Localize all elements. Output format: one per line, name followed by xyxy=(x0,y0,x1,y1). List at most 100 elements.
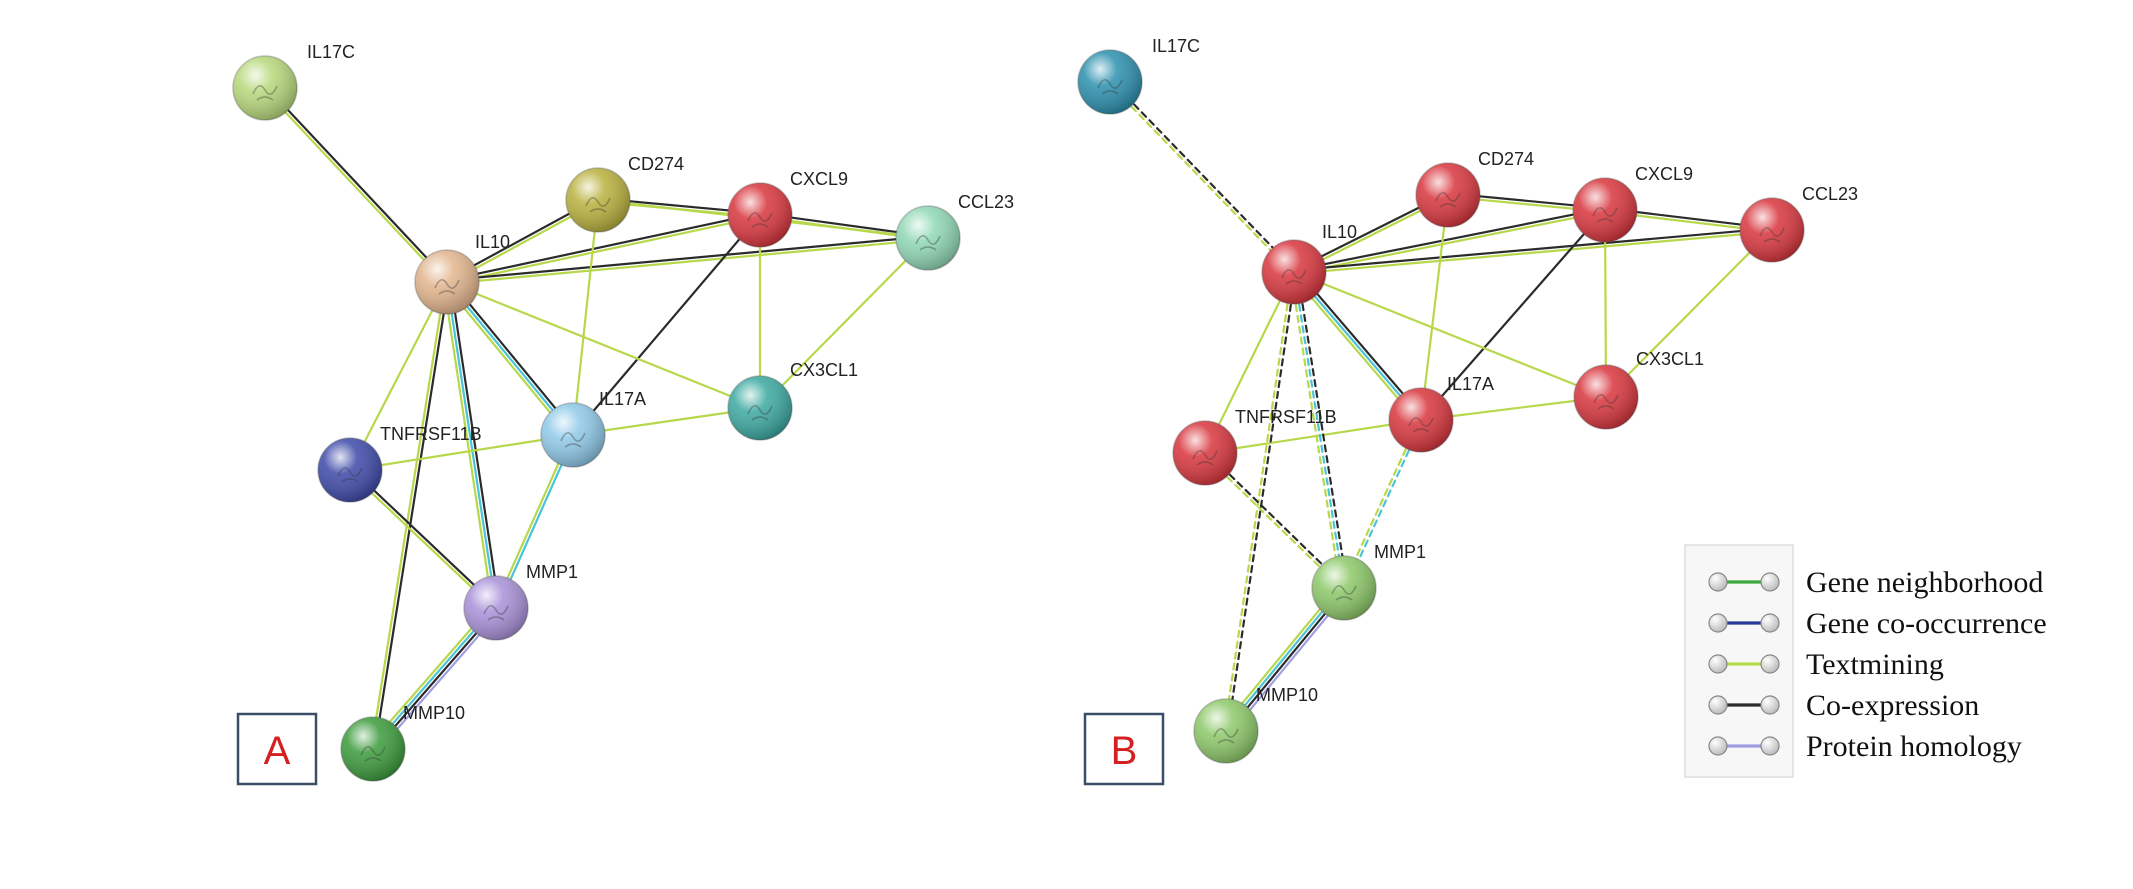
edge-line-coexpression xyxy=(445,212,761,282)
node-label: MMP1 xyxy=(526,562,578,582)
edge-ccl23-cx3cl1 xyxy=(1604,228,1774,399)
node-sphere-shading xyxy=(1262,240,1326,304)
protein-node-tnfrsf11b[interactable]: TNFRSF11B xyxy=(1172,407,1337,486)
node-label: CD274 xyxy=(628,154,684,174)
protein-structure-icon xyxy=(1759,227,1785,243)
protein-node-il17a[interactable]: IL17A xyxy=(1388,374,1494,453)
edge-il10-il17a xyxy=(1290,268,1425,424)
node-sphere-shading xyxy=(1389,388,1453,452)
edge-il10-mmp1 xyxy=(442,280,501,610)
protein-node-mmp10[interactable]: MMP10 xyxy=(1193,685,1318,764)
protein-node-il17a[interactable]: IL17A xyxy=(540,389,646,468)
protein-node-mmp1[interactable]: MMP1 xyxy=(463,562,578,641)
edge-il10-mmp1 xyxy=(1289,270,1349,590)
protein-structure-icon xyxy=(1331,585,1357,601)
panel-letter-a: A xyxy=(264,729,291,773)
legend-node-icon xyxy=(1708,736,1728,756)
edge-line-coexpression xyxy=(1296,270,1349,589)
edge-line-coexpression xyxy=(445,235,929,282)
node-sphere-shading xyxy=(1574,365,1638,429)
protein-structure-icon xyxy=(1435,192,1461,208)
node-sphere-shading xyxy=(728,183,792,247)
protein-node-il17c[interactable]: IL17C xyxy=(232,42,355,121)
edge-line-curated-database xyxy=(445,280,498,610)
edge-cd274-il17a xyxy=(1419,193,1450,422)
edge-line-coexpression xyxy=(1419,208,1607,422)
protein-node-cd274[interactable]: CD274 xyxy=(565,154,684,233)
protein-structure-icon xyxy=(915,235,941,251)
node-label: IL17C xyxy=(307,42,355,62)
edge-line-textmining xyxy=(1293,230,1774,275)
node-label: CD274 xyxy=(1478,149,1534,169)
node-sphere-shading xyxy=(1740,198,1804,262)
protein-structure-icon xyxy=(252,85,278,101)
edge-line-coexpression xyxy=(265,85,450,282)
panel-label-box: A xyxy=(236,712,318,786)
edge-ccl23-cx3cl1 xyxy=(758,236,930,410)
edge-line-coexpression xyxy=(449,280,501,609)
node-label: IL17C xyxy=(1152,36,1200,56)
edge-il10-mmp10 xyxy=(370,280,450,751)
protein-node-cx3cl1[interactable]: CX3CL1 xyxy=(727,360,858,441)
protein-structure-icon xyxy=(1192,450,1218,466)
protein-structure-icon xyxy=(337,467,363,483)
node-sphere-shading xyxy=(233,56,297,120)
node-label: CX3CL1 xyxy=(790,360,858,380)
edge-line-textmining xyxy=(348,280,449,472)
edge-line-textmining xyxy=(347,470,496,611)
protein-node-ccl23[interactable]: CCL23 xyxy=(895,192,1014,271)
legend-node-icon xyxy=(1708,572,1728,592)
node-sphere-shading xyxy=(1573,178,1637,242)
node-sphere-shading xyxy=(1312,556,1376,620)
edge-line-textmining xyxy=(442,281,494,610)
protein-node-il10[interactable]: IL10 xyxy=(1261,222,1357,305)
node-sphere-shading xyxy=(566,168,630,232)
node-label: IL10 xyxy=(1322,222,1357,242)
edge-cxcl9-il17a xyxy=(571,213,762,437)
protein-node-cxcl9[interactable]: CXCL9 xyxy=(727,169,848,248)
protein-structure-icon xyxy=(1593,394,1619,410)
node-sphere-shading xyxy=(728,376,792,440)
protein-node-il17c[interactable]: IL17C xyxy=(1077,36,1200,115)
edge-line-coexpression xyxy=(1292,227,1773,272)
legend-item-protein-homology: Protein homology xyxy=(1708,730,2022,763)
protein-structure-icon xyxy=(1592,207,1618,223)
edge-line-coexpression xyxy=(448,278,577,434)
legend-label: Gene neighborhood xyxy=(1806,566,2043,599)
protein-node-ccl23[interactable]: CCL23 xyxy=(1739,184,1858,263)
edge-line-textmining xyxy=(1293,210,1607,275)
edge-cxcl9-il17a xyxy=(1419,208,1607,422)
edge-tnfrsf11b-il17a xyxy=(1203,418,1423,455)
edge-line-curated-database xyxy=(1292,270,1423,422)
node-label: MMP10 xyxy=(1256,685,1318,705)
edge-il10-ccl23 xyxy=(1292,227,1774,275)
edge-line-coexpression xyxy=(1295,268,1425,419)
node-sphere-shading xyxy=(318,438,382,502)
protein-node-mmp10[interactable]: MMP10 xyxy=(340,703,465,782)
edge-line-coexpression xyxy=(1226,271,1297,733)
protein-structure-icon xyxy=(360,746,386,762)
edge-cd274-il17a xyxy=(571,198,600,437)
edge-line-textmining xyxy=(571,198,600,437)
edge-il10-tnfrsf11b xyxy=(1203,270,1296,455)
protein-node-cd274[interactable]: CD274 xyxy=(1415,149,1534,228)
edge-il10-cx3cl1 xyxy=(445,280,762,410)
edge-il10-cxcl9 xyxy=(445,212,762,285)
protein-structure-icon xyxy=(1281,269,1307,285)
protein-node-tnfrsf11b[interactable]: TNFRSF11B xyxy=(317,424,482,503)
legend-item-textmining: Textmining xyxy=(1708,648,1944,681)
legend-label: Protein homology xyxy=(1806,730,2022,763)
edge-line-textmining xyxy=(1289,271,1342,590)
protein-node-cx3cl1[interactable]: CX3CL1 xyxy=(1573,349,1704,430)
legend-node-icon xyxy=(1760,695,1780,715)
node-label: CCL23 xyxy=(1802,184,1858,204)
node-sphere-shading xyxy=(1173,421,1237,485)
protein-node-il10[interactable]: IL10 xyxy=(414,232,510,315)
protein-node-mmp1[interactable]: MMP1 xyxy=(1311,542,1426,621)
protein-structure-icon xyxy=(585,197,611,213)
protein-node-cxcl9[interactable]: CXCL9 xyxy=(1572,164,1693,243)
edge-line-textmining xyxy=(348,433,575,472)
